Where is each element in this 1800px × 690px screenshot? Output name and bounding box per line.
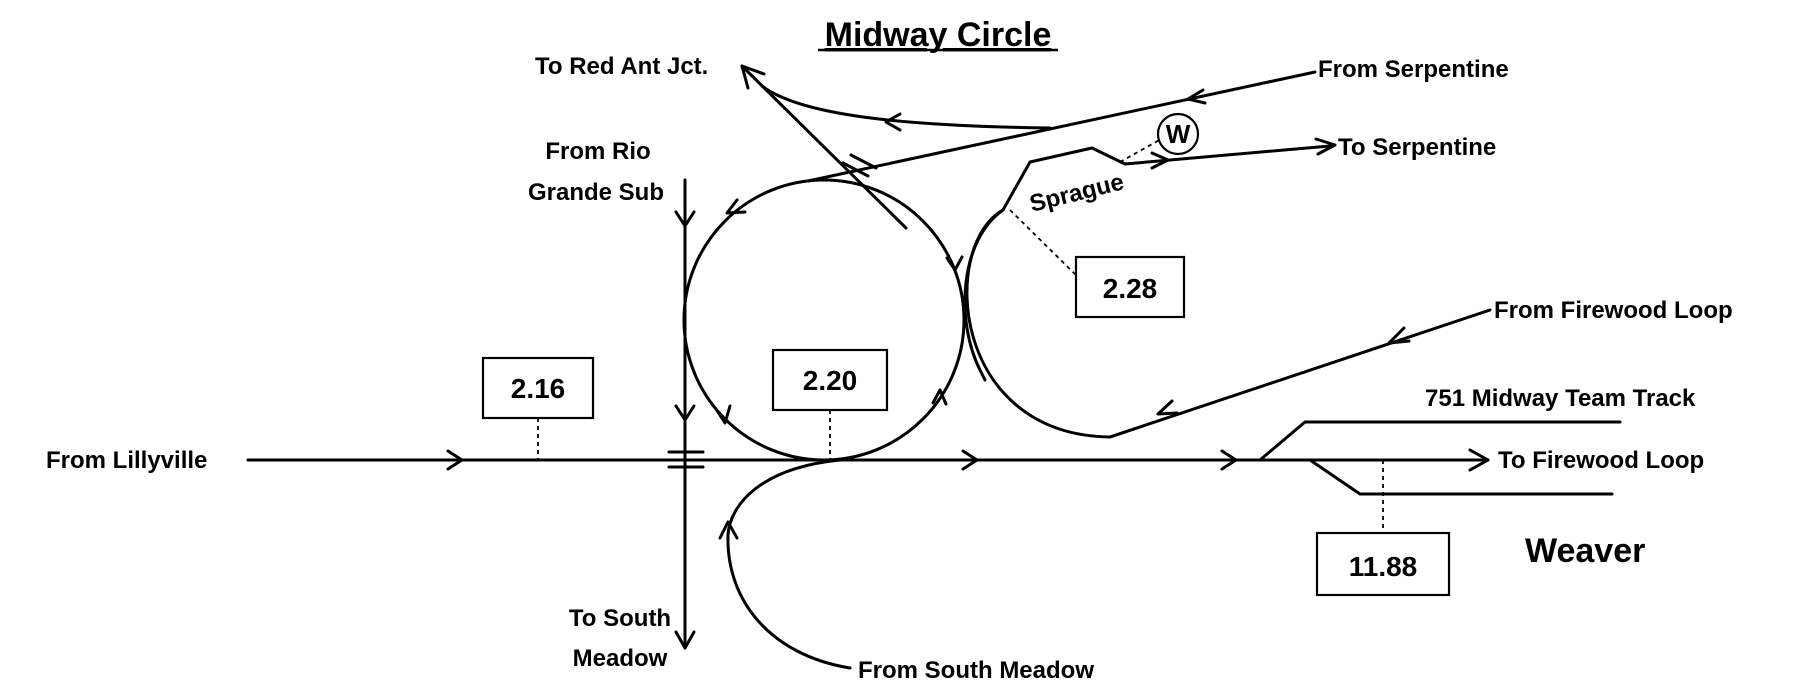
from-south-meadow-line (718, 458, 852, 670)
svg-text:2.16: 2.16 (511, 373, 566, 404)
svg-text:11.88: 11.88 (1349, 551, 1418, 582)
arrow-south-3 (674, 630, 696, 650)
label-from-lillyville: From Lillyville (46, 447, 207, 474)
from-firewood-line (1108, 308, 1492, 439)
label-to-firewood: To Firewood Loop (1498, 447, 1704, 474)
svg-text:W: W (1166, 119, 1191, 149)
loop-arrow-4 (945, 255, 964, 272)
loop-arrow-2 (714, 404, 732, 425)
loop-arrow-1 (725, 198, 747, 215)
arrow-east-2 (961, 449, 979, 471)
midway-loop (682, 178, 966, 462)
label-to-red-ant: To Red Ant Jct. (535, 53, 708, 80)
label-from-rio-1: From Rio (545, 138, 650, 165)
label-from-south-meadow: From South Meadow (858, 657, 1094, 684)
sprague-loop (963, 137, 1337, 439)
milepost-11-88: 11.88 (1315, 531, 1451, 597)
label-sprague: Sprague (1027, 168, 1127, 217)
label-weaver: Weaver (1525, 532, 1645, 570)
label-to-south-1: To South (569, 605, 671, 632)
main-line (246, 448, 1490, 472)
label-from-firewood: From Firewood Loop (1494, 297, 1733, 324)
arrow-east-3 (1220, 449, 1238, 471)
arrow-south-2 (674, 404, 696, 422)
weaver-spurs (1258, 420, 1622, 496)
arrow-east-4 (1468, 448, 1490, 472)
to-red-ant-line (740, 64, 1052, 230)
from-serpentine-line (806, 70, 1317, 183)
milepost-2-16: 2.16 (481, 356, 595, 420)
svg-text:2.28: 2.28 (1103, 273, 1158, 304)
label-to-south-2: Meadow (573, 645, 668, 672)
label-from-rio-2: Grande Sub (528, 179, 664, 206)
rio-grande-crossing (667, 178, 705, 650)
arrow-south-1 (674, 210, 696, 228)
milepost-2-20: 2.20 (771, 348, 889, 412)
milepost-2-28: 2.28 (1074, 255, 1186, 319)
loop-arrow-3 (931, 388, 948, 406)
label-to-serpentine: To Serpentine (1338, 134, 1496, 161)
label-team-track: 751 Midway Team Track (1425, 385, 1696, 412)
water-tower-icon: W (1156, 112, 1200, 156)
arrow-east-1 (446, 449, 464, 471)
svg-text:2.20: 2.20 (803, 365, 858, 396)
label-from-serpentine: From Serpentine (1318, 56, 1509, 83)
diagram-title: Midway Circle (825, 16, 1052, 54)
